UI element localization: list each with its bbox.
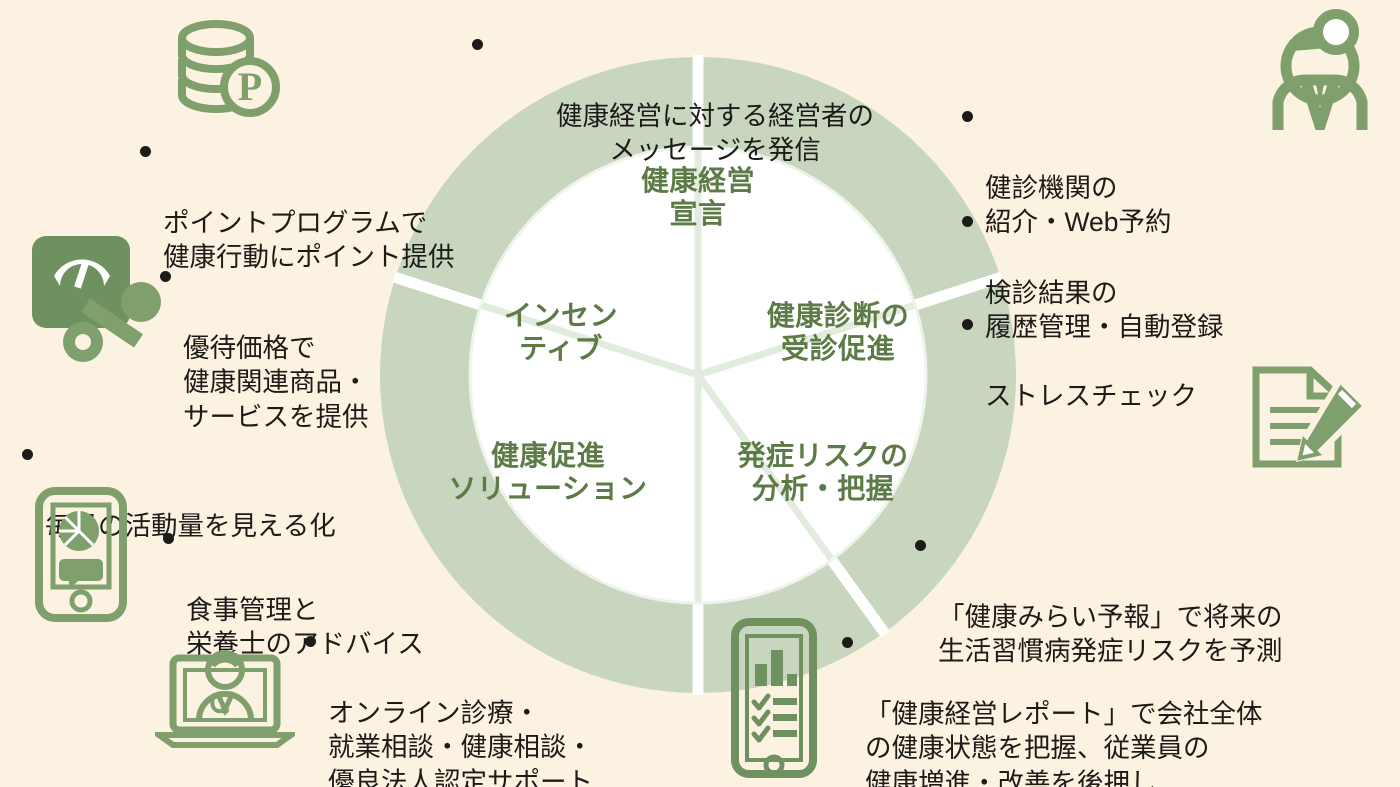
bullet-dot bbox=[962, 111, 973, 122]
doctor-avatar-sub-icon bbox=[196, 650, 254, 721]
laptop-doctor-icon bbox=[155, 640, 295, 755]
wheel-inner-dividers bbox=[479, 147, 917, 603]
wheel-diagram bbox=[380, 55, 1016, 695]
note-future-forecast: 「健康みらい予報」で将来の 生活習慣病発症リスクを予測 bbox=[915, 531, 1395, 703]
note-management-report: 「健康経営レポート」で会社全体 の健康状態を把握、従業員の 健康増進・改善を後押… bbox=[842, 628, 1400, 787]
bullet-dot bbox=[962, 216, 973, 227]
health-management-wheel: 健康経営 宣言 健康診断の 受診促進 発症リスクの 分析・把握 健康促進 ソリュ… bbox=[378, 55, 1018, 695]
smartphone-report-icon bbox=[731, 618, 817, 778]
weight-scale-icon bbox=[30, 232, 175, 362]
wheel-segment-promotion[interactable]: 健康促進 ソリューション bbox=[448, 440, 648, 504]
wheel-segment-checkup[interactable]: 健康診断の 受診促進 bbox=[766, 300, 910, 364]
bullet-dot bbox=[305, 636, 316, 647]
bullet-dot bbox=[962, 319, 973, 330]
note-executive-message: 健康経営に対する経営者の メッセージを発信 bbox=[470, 30, 940, 202]
dumbbell-sub-icon bbox=[63, 282, 161, 362]
document-pencil-icon bbox=[1240, 362, 1380, 472]
note-online-care: オンライン診療・ 就業相談・健康相談・ 優良法人認定サポート bbox=[305, 627, 705, 787]
pencil-sub-icon bbox=[1296, 375, 1371, 462]
bar-chart-sub-icon bbox=[755, 650, 797, 686]
note-exam-result: 検診結果の 履歴管理・自動登録 bbox=[962, 207, 1322, 379]
smartphone-nutrition-icon bbox=[35, 487, 127, 622]
note-stress-check: ストレスチェック bbox=[962, 310, 1292, 448]
coins-point-icon: P bbox=[168, 18, 283, 123]
bullet-dot bbox=[22, 449, 33, 460]
pie-chart-sub-icon bbox=[59, 511, 99, 551]
note-meal-management: 食事管理と 栄養士のアドバイス bbox=[163, 524, 523, 696]
bullet-dot bbox=[472, 39, 483, 50]
note-clinic-introduction: 健診機関の 紹介・Web予約 bbox=[962, 102, 1292, 274]
bullet-dot bbox=[842, 637, 853, 648]
bullet-dot bbox=[160, 271, 171, 282]
svg-text:P: P bbox=[238, 64, 262, 109]
checklist-sub-icon bbox=[751, 693, 797, 743]
wheel-segment-incentive[interactable]: インセン ティブ bbox=[503, 300, 618, 364]
bullet-dot bbox=[915, 540, 926, 551]
wheel-segment-declaration[interactable]: 健康経営 宣言 bbox=[640, 165, 755, 229]
speech-bubble-sub-icon bbox=[59, 559, 103, 590]
wheel-segment-risk[interactable]: 発症リスクの 分析・把握 bbox=[737, 440, 909, 504]
bullet-dot bbox=[140, 146, 151, 157]
note-preferential-price: 優待価格で 健康関連商品・ サービスを提供 bbox=[160, 262, 480, 469]
wheel-inner-edge bbox=[468, 145, 928, 605]
bullet-dot bbox=[163, 533, 174, 544]
note-point-program: ポイントプログラムで 健康行動にポイント提供 bbox=[140, 137, 570, 309]
doctor-person-icon bbox=[1264, 8, 1382, 130]
